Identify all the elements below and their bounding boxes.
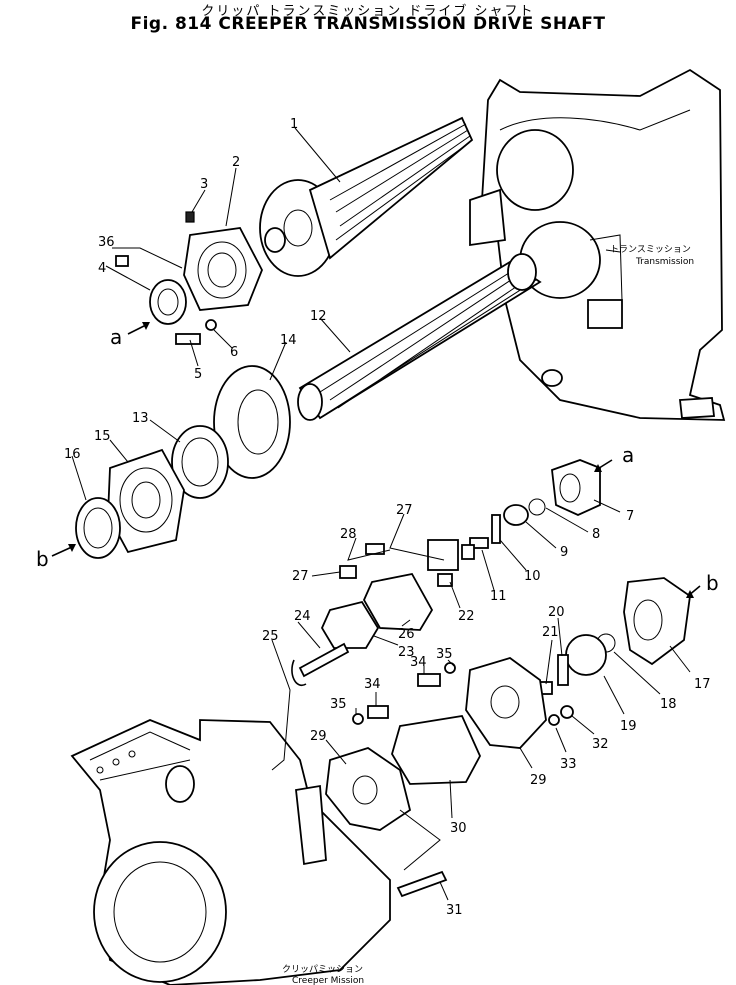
figure-title: Fig. 814 CREEPER TRANSMISSION DRIVE SHAF… <box>130 14 606 34</box>
callout-1: 1 <box>290 117 298 132</box>
yoke-17 <box>623 577 691 666</box>
bolt-11 <box>469 537 489 549</box>
callout-4: 4 <box>98 261 106 276</box>
callout-13: 13 <box>132 411 149 426</box>
callout-15: 15 <box>94 429 111 444</box>
callout-31: 31 <box>446 903 463 918</box>
leader-lines <box>71 127 691 901</box>
bolt-36 <box>115 255 129 267</box>
spider-22 <box>427 539 475 587</box>
yoke-7 <box>551 459 601 516</box>
bolt-34-upper <box>417 673 441 687</box>
bearing-13 <box>171 425 229 499</box>
callout-28: 28 <box>340 527 357 542</box>
flange-2 <box>183 227 263 311</box>
flange-15 <box>107 448 185 554</box>
bolt-27 <box>339 565 357 579</box>
flange-14 <box>213 365 291 479</box>
nut-32 <box>560 705 574 719</box>
callout-numbers: 1 2 3 36 4 5 6 12 14 13 15 16 7 8 9 10 1… <box>64 117 711 918</box>
yoke-29-right <box>465 657 547 749</box>
bolt-24 <box>298 642 350 678</box>
transmission-label-en: Transmission <box>635 257 694 267</box>
plate-9 <box>503 504 529 526</box>
bolt-3 <box>185 211 195 223</box>
arrow-label-b-right: b <box>706 571 719 595</box>
callout-34-lower: 34 <box>364 677 381 692</box>
title-japanese: クリッパ トランスミッション ドライブ シャフト <box>201 4 535 19</box>
callout-12: 12 <box>310 309 327 324</box>
shaft-12 <box>297 253 542 421</box>
callout-30: 30 <box>450 821 467 836</box>
callout-36: 36 <box>98 235 115 250</box>
callout-21: 21 <box>542 625 559 640</box>
cover-26 <box>362 572 434 631</box>
cover-30 <box>391 715 482 785</box>
callout-18: 18 <box>660 697 677 712</box>
callout-20: 20 <box>548 605 565 620</box>
callout-10: 10 <box>524 569 541 584</box>
creeper-label-en: Creeper Mission <box>292 976 364 985</box>
washer-35-lower <box>352 713 364 725</box>
creeper-label-jp: クリッパミッション <box>282 964 363 975</box>
callout-35-upper: 35 <box>436 647 453 662</box>
washer-33 <box>548 714 560 726</box>
yoke-29-left <box>325 747 412 831</box>
callout-16: 16 <box>64 447 81 462</box>
bolt-31 <box>396 870 448 898</box>
transmission-housing <box>469 68 726 421</box>
yoke-23 <box>320 600 380 649</box>
callout-3: 3 <box>200 177 208 192</box>
callout-25: 25 <box>262 629 279 644</box>
arrow-references <box>51 322 701 598</box>
callout-8: 8 <box>592 527 600 542</box>
callout-19: 19 <box>620 719 637 734</box>
arrow-label-a-right: a <box>622 443 634 467</box>
callout-22: 22 <box>458 609 475 624</box>
bolt-5 <box>175 333 201 345</box>
washer-35-upper <box>444 662 456 674</box>
plate-19 <box>565 634 607 676</box>
callout-29-left: 29 <box>310 729 327 744</box>
washer-6 <box>205 319 217 331</box>
callout-23: 23 <box>398 645 415 660</box>
callout-27-upper: 27 <box>396 503 413 518</box>
lock-plate-20 <box>557 654 569 686</box>
callout-17: 17 <box>694 677 711 692</box>
wire-25 <box>291 659 307 687</box>
callout-14: 14 <box>280 333 297 348</box>
callout-7: 7 <box>626 509 634 524</box>
bolt-34-lower <box>367 705 389 719</box>
callout-11: 11 <box>490 589 507 604</box>
shaft-1 <box>259 116 474 277</box>
callout-33: 33 <box>560 757 577 772</box>
arrow-label-b-left: b <box>36 547 49 571</box>
callout-35-lower: 35 <box>330 697 347 712</box>
callout-32: 32 <box>592 737 609 752</box>
o-ring-8 <box>528 498 546 516</box>
transmission-label-jp: トランスミッション <box>610 244 691 255</box>
callout-9: 9 <box>560 545 568 560</box>
callout-34-upper: 34 <box>410 655 427 670</box>
seal-16 <box>75 497 121 559</box>
callout-2: 2 <box>232 155 240 170</box>
seal-4 <box>149 279 187 325</box>
callout-27-lower: 27 <box>292 569 309 584</box>
lock-plate-10 <box>491 514 501 544</box>
callout-24: 24 <box>294 609 311 624</box>
callout-29-right: 29 <box>530 773 547 788</box>
callout-6: 6 <box>230 345 238 360</box>
arrow-label-a-left: a <box>110 325 122 349</box>
creeper-mission-housing <box>70 719 391 985</box>
callout-26: 26 <box>398 627 415 642</box>
callout-5: 5 <box>194 367 202 382</box>
